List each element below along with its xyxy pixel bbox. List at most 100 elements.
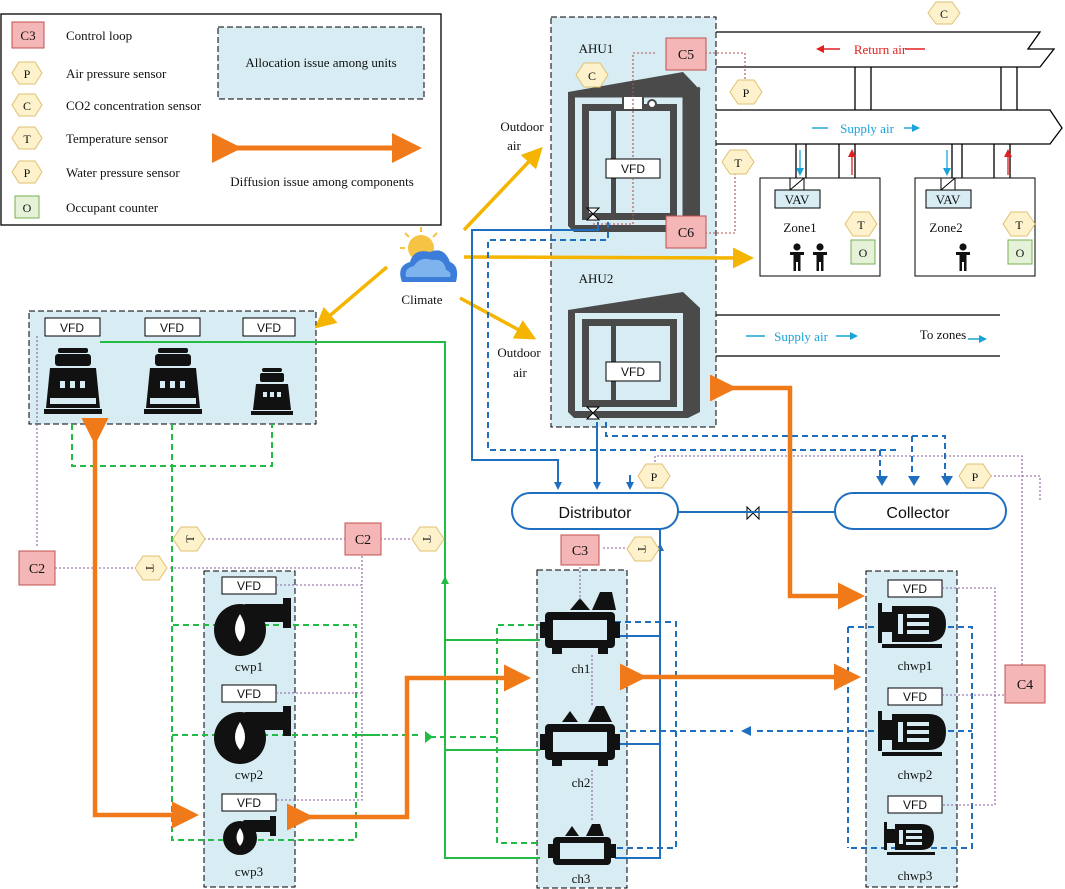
tower1-vfd-label: VFD (60, 321, 84, 335)
c4-label: C4 (1017, 678, 1033, 693)
water-pressure-sensor-collector-label: P (972, 470, 979, 484)
cwp3-label: cwp3 (235, 864, 263, 879)
c2-left-label: C2 (29, 562, 45, 577)
ch1-chiller-icon (540, 592, 620, 654)
c5-control-loop (665, 37, 707, 71)
return-air-duct (716, 31, 1056, 68)
legend-water-pressure-code: P (24, 166, 31, 180)
cwp1-pump-icon (214, 598, 291, 656)
cooling-tower-1-icon (44, 348, 102, 414)
ch2-chiller-icon (540, 706, 620, 766)
co2-sensor-ahu1-label: C (588, 69, 596, 83)
temperature-sensor-c2-mid-left: T (172, 526, 206, 552)
co2-sensor-return: C (927, 1, 961, 25)
temperature-sensor-c2-left-label: T (143, 564, 157, 572)
c3-control-loop (560, 534, 600, 566)
legend-temperature-code: T (23, 132, 31, 146)
legend-occupant-symbol (14, 195, 40, 219)
outdoor-air-2-label-line2: air (513, 365, 527, 380)
zone1-label: Zone1 (783, 220, 816, 235)
legend-temperature-symbol (11, 126, 43, 150)
legend-control-loop-label: Control loop (66, 28, 132, 43)
c6-control-loop (665, 215, 707, 249)
cooling-tower-3-icon (251, 368, 293, 415)
occupant-counter-zone2-label: O (1016, 246, 1025, 260)
legend-allocation-box (217, 26, 425, 100)
legend-temperature-label: Temperature sensor (66, 131, 169, 146)
chwp3-vfd (887, 795, 943, 814)
cwp2-pump-icon (214, 706, 291, 764)
tower3-vfd-label: VFD (257, 321, 281, 335)
zone2-vav (925, 189, 972, 209)
supply-air-label: Supply air (840, 121, 894, 136)
chwp2-label: chwp2 (898, 767, 933, 782)
co2-sensor-ahu1: C (575, 62, 609, 88)
c2-mid-label: C2 (355, 533, 371, 548)
temperature-sensor-supply: T (721, 149, 755, 175)
control-loop-boxes: C5 C6 C2 C2 C3 C4 (18, 37, 1046, 704)
cwp3-pump-icon (223, 816, 276, 855)
zone2-label: Zone2 (929, 220, 962, 235)
outdoor-air-2-label-line1: Outdoor (497, 345, 541, 360)
ahu1-vfd-label: VFD (621, 162, 645, 176)
cwp1-vfd-label: VFD (237, 579, 261, 593)
cooling-tower-2-icon (144, 348, 202, 414)
c3-label: C3 (572, 544, 588, 559)
chwp1-label: chwp1 (898, 658, 933, 673)
distributor-label: Distributor (559, 505, 633, 522)
legend-co2-code: C (23, 99, 31, 113)
zone2-vav-label: VAV (936, 192, 961, 207)
co2-sensor-return-label: C (940, 7, 948, 21)
occupant-counter-zone2: O (1007, 239, 1033, 265)
legend: C3 Control loop P Air pressure sensor C … (0, 13, 442, 226)
outdoor-air-1-label-line2: air (507, 138, 521, 153)
legend-water-pressure-symbol (11, 160, 43, 184)
air-ducts (716, 31, 1063, 357)
water-pressure-sensor-distributor-label: P (651, 470, 658, 484)
chiller-group: ch1 ch2 ch3 (540, 592, 620, 886)
outdoor-air-1-label-line1: Outdoor (500, 119, 544, 134)
cwp2-vfd-label: VFD (237, 687, 261, 701)
climate-label: Climate (401, 292, 442, 307)
ahu2-vfd (605, 361, 661, 382)
ahu1-unit-icon (568, 72, 701, 232)
tower3-vfd (242, 317, 296, 337)
ch3-chiller-icon (548, 824, 616, 865)
return-air-label: Return air (854, 42, 907, 57)
supply-air-duct (716, 109, 1063, 145)
c4-control-loop (1004, 664, 1046, 704)
collector-label: Collector (886, 505, 950, 522)
ch1-label: ch1 (572, 661, 591, 676)
c2-left-control-loop (18, 550, 56, 586)
ahu2-valve-icon (585, 406, 601, 420)
air-pressure-sensor-supply: P (729, 79, 763, 105)
cwp3-vfd (221, 793, 277, 812)
diffusion-arrows (81, 374, 865, 831)
cwp2-label: cwp2 (235, 767, 263, 782)
sensors: C C P T T O T O (134, 1, 1036, 581)
collector-inlet-arrow-2 (908, 476, 920, 486)
temperature-sensor-chiller-label: T (635, 545, 649, 553)
temperature-sensor-c2-left: T (134, 555, 168, 581)
legend-water-pressure-label: Water pressure sensor (66, 165, 180, 180)
chwp3-pump-icon (884, 822, 935, 855)
zone1-vav (774, 189, 821, 209)
legend-control-loop-symbol (11, 21, 45, 49)
temperature-sensor-zone2-label: T (1015, 218, 1023, 232)
chwp2-pump-icon (878, 711, 946, 756)
zone1-vav-label: VAV (785, 192, 810, 207)
cwp-group: VFD cwp1 VFD cwp2 VFD cwp3 (214, 576, 291, 879)
chwp1-vfd-label: VFD (903, 582, 927, 596)
zone2-occupant-icon (956, 243, 970, 271)
cwp1-label: cwp1 (235, 659, 263, 674)
temperature-sensor-c2-mid-right-label: T (420, 535, 434, 543)
ahu2-vfd-label: VFD (621, 365, 645, 379)
temperature-sensor-chiller: T (626, 536, 660, 562)
legend-air-pressure-symbol (11, 61, 43, 85)
legend-control-loop-code: C3 (20, 28, 35, 43)
chwp-group: VFD chwp1 VFD chwp2 VFD chwp3 (878, 579, 946, 883)
ahu1-label: AHU1 (579, 41, 614, 56)
c6-label: C6 (678, 226, 694, 241)
supply-air-2-label: Supply air (774, 329, 828, 344)
